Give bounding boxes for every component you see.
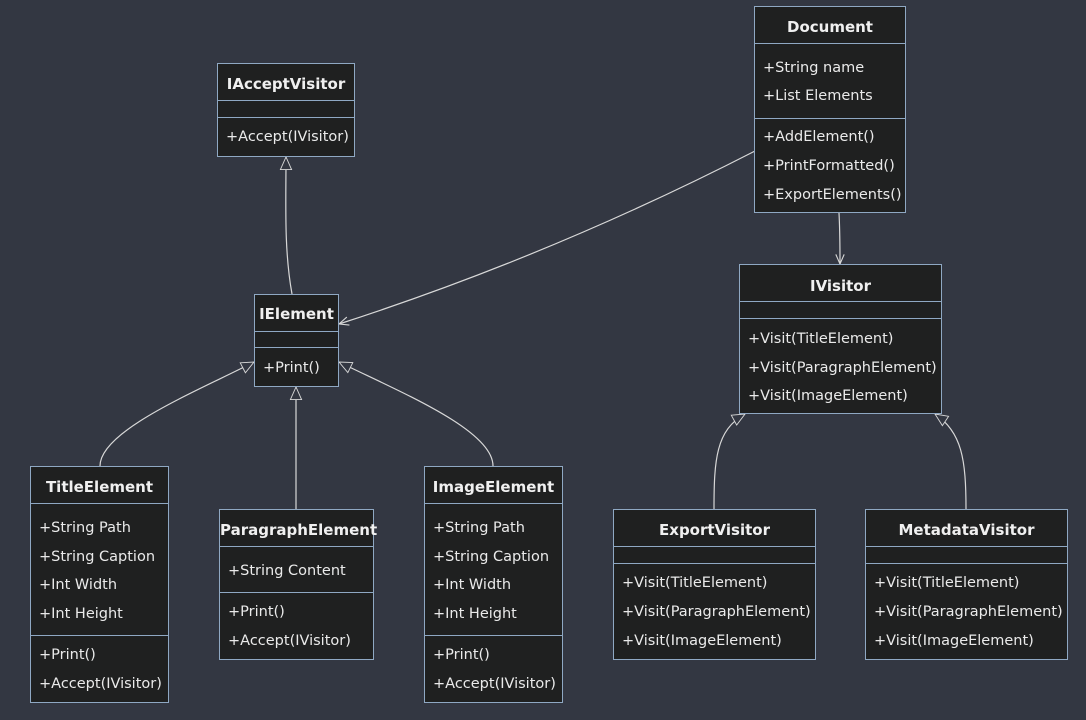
edge-imageelement-to-ielement	[339, 361, 494, 467]
edge-metadatavisitor-to-ivisitor	[935, 414, 967, 510]
method: +Visit(ParagraphElement)	[874, 604, 1063, 620]
divider	[740, 318, 941, 319]
attribute: +Int Height	[433, 606, 517, 622]
class-exportvisitor[interactable]: ExportVisitor +Visit(TitleElement) +Visi…	[613, 509, 816, 660]
method: +Visit(ImageElement)	[748, 388, 908, 404]
divider	[255, 347, 338, 348]
class-ielement[interactable]: IElement +Print()	[254, 294, 339, 387]
divider	[218, 117, 354, 118]
method: +Accept(IVisitor)	[39, 676, 162, 692]
attribute: +String name	[763, 60, 865, 76]
class-imageelement[interactable]: ImageElement +String Path +String Captio…	[424, 466, 563, 703]
class-name: Document	[787, 18, 873, 36]
divider	[614, 546, 815, 547]
method: +Accept(IVisitor)	[226, 129, 349, 145]
method: +Print()	[433, 647, 490, 663]
class-name: IAcceptVisitor	[226, 75, 346, 93]
method: +Visit(TitleElement)	[874, 575, 1020, 591]
class-iacceptvisitor[interactable]: IAcceptVisitor +Accept(IVisitor)	[217, 63, 355, 157]
class-document[interactable]: Document +String name +List Elements +Ad…	[754, 6, 906, 213]
class-name: MetadataVisitor	[898, 521, 1035, 539]
divider	[220, 592, 373, 593]
method: +ExportElements()	[763, 187, 902, 203]
class-name: TitleElement	[45, 478, 154, 496]
divider	[866, 563, 1067, 564]
attribute: +Int Height	[39, 606, 123, 622]
divider	[31, 635, 168, 636]
attribute: +String Caption	[39, 549, 156, 565]
class-name: IElement	[259, 305, 334, 323]
attribute: +String Path	[433, 520, 525, 536]
edge-exportvisitor-to-ivisitor	[713, 414, 745, 510]
method: +AddElement()	[763, 129, 875, 145]
method: +Visit(ParagraphElement)	[622, 604, 811, 620]
method: +Print()	[39, 647, 96, 663]
method: +PrintFormatted()	[763, 158, 895, 174]
divider	[425, 503, 562, 504]
class-paragraphelement[interactable]: ParagraphElement +String Content +Print(…	[219, 509, 378, 660]
method: +Print()	[228, 604, 285, 620]
divider	[31, 503, 168, 504]
edge-document-to-ielement	[339, 150, 756, 324]
method: +Accept(IVisitor)	[433, 676, 556, 692]
class-titleelement[interactable]: TitleElement +String Path +String Captio…	[30, 466, 169, 703]
divider	[740, 301, 941, 302]
method: +Visit(TitleElement)	[748, 331, 894, 347]
attribute: +String Caption	[433, 549, 550, 565]
class-name: ImageElement	[432, 478, 555, 496]
divider	[755, 118, 905, 119]
method: +Visit(ParagraphElement)	[748, 360, 937, 376]
attribute: +String Path	[39, 520, 131, 536]
divider	[218, 100, 354, 101]
class-metadatavisitor[interactable]: MetadataVisitor +Visit(TitleElement) +Vi…	[865, 509, 1068, 660]
divider	[425, 635, 562, 636]
divider	[614, 563, 815, 564]
class-name: ParagraphElement	[220, 521, 378, 539]
edge-titleelement-to-ielement	[99, 361, 254, 467]
class-name: ExportVisitor	[659, 521, 770, 539]
method: +Visit(ImageElement)	[874, 633, 1034, 649]
edge-ielement-to-iacceptvisitor	[286, 157, 293, 295]
divider	[755, 43, 905, 44]
attribute: +Int Width	[39, 577, 118, 593]
class-ivisitor[interactable]: IVisitor +Visit(TitleElement) +Visit(Par…	[739, 264, 942, 414]
divider	[255, 331, 338, 332]
divider	[220, 546, 373, 547]
class-name: IVisitor	[809, 277, 871, 295]
method: +Visit(ImageElement)	[622, 633, 782, 649]
divider	[866, 546, 1067, 547]
attribute: +List Elements	[763, 88, 873, 104]
method: +Visit(TitleElement)	[622, 575, 768, 591]
method: +Print()	[263, 360, 320, 376]
edge-document-to-ivisitor	[839, 212, 840, 264]
attribute: +String Content	[228, 563, 346, 579]
method: +Accept(IVisitor)	[228, 633, 351, 649]
attribute: +Int Width	[433, 577, 512, 593]
